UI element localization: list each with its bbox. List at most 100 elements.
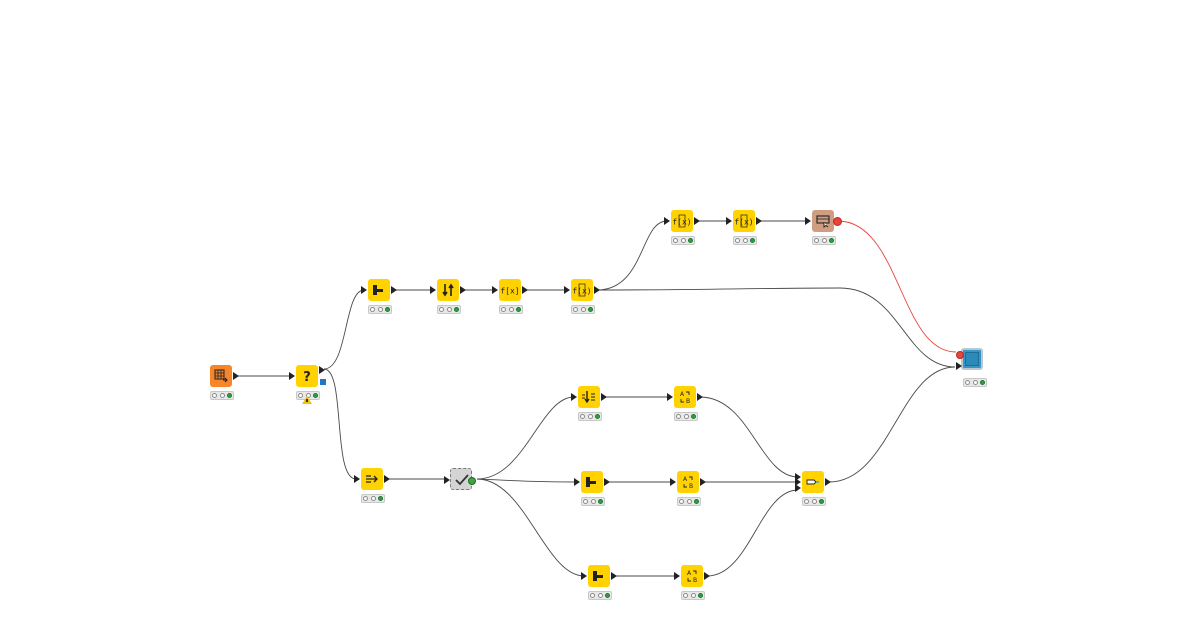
output-port-model[interactable]	[833, 217, 842, 226]
column-filter-icon	[586, 477, 596, 487]
string-manipulation-node[interactable]: f(x)	[564, 279, 600, 314]
concatenate-node[interactable]	[795, 471, 831, 506]
input-port[interactable]	[795, 478, 801, 486]
connection-string-output[interactable]	[596, 287, 956, 368]
input-port[interactable]	[430, 286, 436, 294]
connection-concat-output[interactable]	[828, 366, 956, 483]
concatenate-icon	[806, 479, 819, 485]
input-port[interactable]	[564, 286, 570, 294]
input-port[interactable]	[795, 484, 801, 492]
input-port-model[interactable]	[956, 351, 964, 359]
string-manipulation-node[interactable]: f(x)	[726, 210, 762, 245]
input-port[interactable]	[361, 286, 367, 294]
node-status	[802, 497, 826, 506]
column-filter-node[interactable]	[361, 279, 397, 314]
output-port[interactable]	[700, 478, 706, 486]
input-port[interactable]	[574, 478, 580, 486]
column-filter-icon	[373, 285, 383, 295]
input-port[interactable]	[444, 476, 450, 484]
output-port[interactable]	[522, 286, 528, 294]
output-port-secondary[interactable]	[320, 379, 326, 385]
output-port[interactable]	[233, 372, 239, 380]
output-port[interactable]	[391, 286, 397, 294]
node-status	[963, 378, 987, 387]
node-status	[361, 494, 385, 503]
connection-rule-colfilter-top[interactable]	[323, 289, 365, 370]
column-rename-node[interactable]: A B	[667, 386, 703, 421]
question-mark-icon: ?	[303, 370, 311, 385]
input-port[interactable]	[667, 393, 673, 401]
validation-component-node[interactable]	[444, 468, 476, 490]
connection-validate-colfilter-mid[interactable]	[476, 478, 578, 483]
output-port[interactable]	[468, 477, 476, 485]
math-formula-node[interactable]: f[x]	[492, 279, 528, 314]
input-port[interactable]	[670, 478, 676, 486]
input-port[interactable]	[795, 473, 801, 481]
input-port[interactable]	[805, 217, 811, 225]
node-status	[812, 236, 836, 245]
input-port[interactable]	[354, 475, 360, 483]
column-rename-icon: A B	[680, 391, 690, 405]
input-port[interactable]	[581, 572, 587, 580]
svg-text:f(x): f(x)	[672, 218, 691, 227]
svg-text:?: ?	[303, 370, 311, 385]
group-sort-node[interactable]	[571, 386, 607, 421]
column-rename-icon: A B	[687, 570, 697, 584]
math-formula-icon: f[x]	[500, 287, 519, 296]
svg-text:f[x]: f[x]	[500, 287, 519, 296]
connection-string-manip2[interactable]	[596, 220, 668, 291]
output-port[interactable]	[825, 478, 831, 486]
connection-validate-colfilter-bot[interactable]	[476, 478, 585, 577]
output-port[interactable]	[601, 393, 607, 401]
output-port[interactable]	[319, 366, 325, 374]
column-rename-node[interactable]: A B	[674, 565, 710, 600]
input-port[interactable]	[664, 217, 670, 225]
connection-view-output-model[interactable]	[837, 220, 957, 353]
svg-text:A: A	[687, 570, 692, 577]
output-port[interactable]	[384, 475, 390, 483]
column-rename-node[interactable]: A B	[670, 471, 706, 506]
node-status	[671, 236, 695, 245]
input-port[interactable]	[726, 217, 732, 225]
node-status	[588, 591, 612, 600]
column-filter-node[interactable]	[574, 471, 610, 506]
connection-validate-groupsort[interactable]	[476, 396, 575, 480]
column-rename-icon: A B	[683, 476, 693, 490]
output-port[interactable]	[704, 572, 710, 580]
output-port[interactable]	[694, 217, 700, 225]
column-filter-node[interactable]	[581, 565, 617, 600]
connection-rule-joiner[interactable]	[323, 368, 357, 480]
column-filter-icon	[593, 571, 603, 581]
input-port[interactable]	[956, 362, 962, 370]
connection-rename3-concat[interactable]	[706, 489, 799, 577]
input-port[interactable]	[571, 393, 577, 401]
input-port[interactable]	[674, 572, 680, 580]
warning-icon	[302, 396, 312, 404]
output-port[interactable]	[460, 286, 466, 294]
svg-text:B: B	[693, 577, 697, 584]
svg-text:f(x): f(x)	[572, 287, 591, 296]
node-status	[437, 305, 461, 314]
output-port[interactable]	[594, 286, 600, 294]
table-reader-node[interactable]	[210, 365, 239, 400]
checkmark-icon	[455, 474, 469, 486]
table-view-node[interactable]	[805, 210, 842, 245]
table-view-icon	[816, 215, 830, 228]
output-port[interactable]	[756, 217, 762, 225]
input-port[interactable]	[492, 286, 498, 294]
sorter-node[interactable]	[430, 279, 466, 314]
rule-switch-node[interactable]: ?	[289, 365, 326, 404]
table-reader-icon	[214, 369, 228, 383]
node-status	[571, 305, 595, 314]
string-manipulation-node[interactable]: f(x)	[664, 210, 700, 245]
output-port[interactable]	[604, 478, 610, 486]
output-metanode[interactable]	[956, 348, 987, 387]
connection-rename1-concat[interactable]	[699, 396, 799, 478]
node-status	[674, 412, 698, 421]
output-port[interactable]	[611, 572, 617, 580]
joiner-node[interactable]	[354, 468, 390, 503]
input-port[interactable]	[289, 372, 295, 380]
node-status	[499, 305, 523, 314]
output-port[interactable]	[697, 393, 703, 401]
